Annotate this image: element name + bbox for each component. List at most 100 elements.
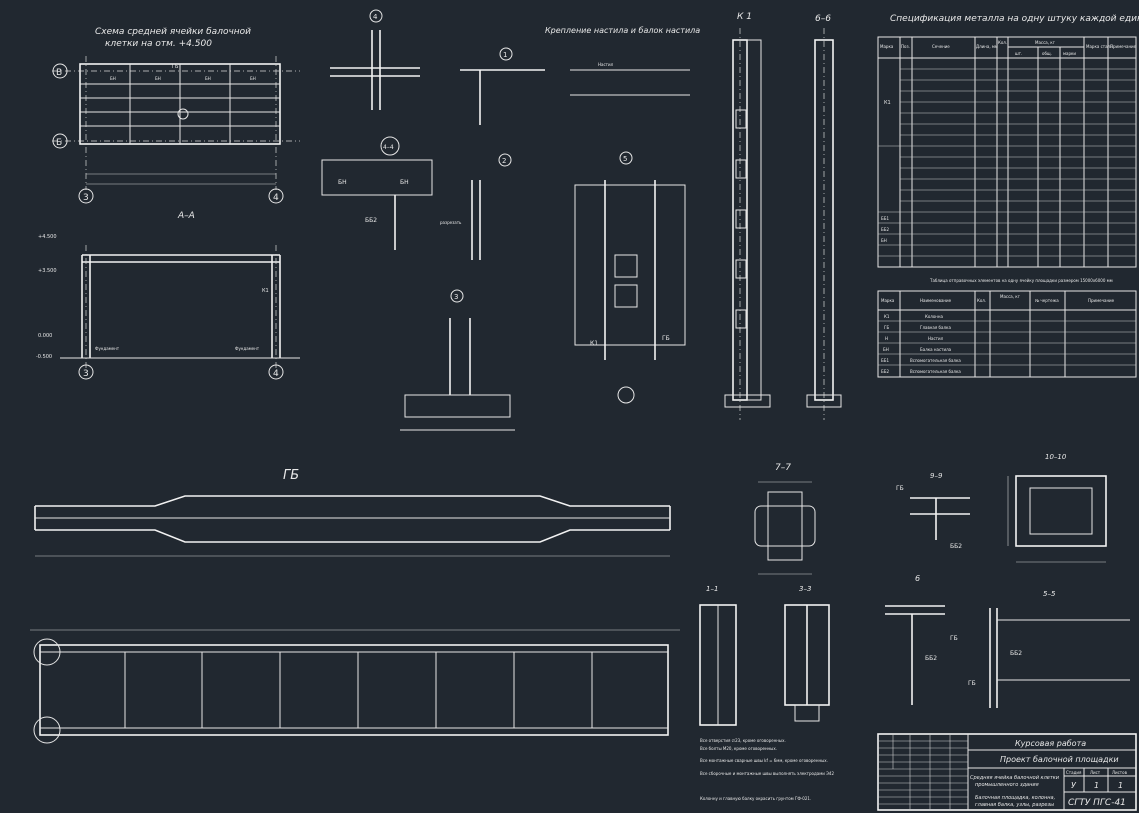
section-77-title: 7–7 [775,463,791,473]
bn-label: БН [155,76,161,81]
spec-h-qty: Кол. [998,40,1007,45]
stage-value: У [1071,781,1077,790]
spec-h-pos: Поз. [901,44,910,49]
section-33-title: 3–3 [799,585,811,593]
el-row-5-name: Вспомогательная балка [910,358,961,363]
el-h-drawing: № чертежа [1035,298,1059,303]
axis-v-label: В [56,68,62,78]
el-h-mass: Масса, кг [1000,294,1020,299]
spec-h-note: Примечание [1110,44,1137,49]
sheets-value: 1 [1118,781,1123,790]
section-99-title: 9–9 [930,472,943,480]
axis-b-label: Б [56,138,62,148]
gb-label-view6: ГБ [950,635,958,642]
el-h-note: Примечание [1088,298,1115,303]
spec-h-steel: Марка стали [1086,44,1113,49]
bb2-label-55: ББ2 [1010,650,1022,657]
fastening-title: Крепление настила и балок настила [545,26,700,35]
el-row-3-mark: Н [885,336,888,341]
note-2: Все болты М20, кроме оговоренных. [700,746,777,751]
org-label: СГТУ ПГС-41 [1068,798,1126,808]
title-block: Курсовая работа Проект балочной площадки… [877,733,1137,811]
node-4-label: 4 [373,13,378,21]
notes: Все отверстия ∅23, кроме оговоренных. Вс… [700,738,834,801]
el-row-3-name: Настил [928,336,944,341]
el-row-1-name: Колонна [925,314,944,319]
axis-3-label-aa: 3 [83,369,89,379]
nodes-group: 4 Крепление настила и балок настила 1 На… [321,9,700,431]
bn-label-44b: БН [400,179,409,186]
section-33: 3–3 [784,585,830,722]
bn-label: БН [110,76,116,81]
k1-label-aa: К1 [262,288,269,294]
gb-label-node5: ГБ [662,335,670,342]
view-6: 6 ГБ ББ2 [885,574,958,705]
el-row-4-mark: БН [883,347,889,352]
main-beam-plan: ГБ [34,468,671,557]
spec-h-mass-mark: марки [1063,51,1076,56]
title-desc-3: Балочная площадка, колонна, [975,795,1055,801]
scheme-title-1: Схема средней ячейки балочной [95,27,251,37]
plan-scheme: Схема средней ячейки балочной клетки на … [52,27,300,204]
spec-mark-bb2: ББ2 [881,227,889,232]
sheets-header: Листов [1112,770,1128,775]
el-row-2-name: Главная балка [920,325,951,330]
section-55: 5–5 ББ2 ГБ [968,590,1130,708]
level-3500: +3.500 [38,268,57,274]
section-77: 7–7 [754,463,816,575]
bn-label: БН [250,76,256,81]
spec-title: Спецификация металла на одну штуку каждо… [890,14,1139,24]
section-11: 1–1 [699,585,737,726]
el-row-4-name: Балка настила [920,347,952,352]
main-beam-elevation [30,629,680,744]
title-desc-1: Средняя ячейка балочной клетки [970,775,1060,781]
el-h-qty: Кол. [977,298,986,303]
spec-h-mark: Марка [880,44,894,49]
scheme-title-2: клетки на отм. +4.500 [105,39,212,49]
section-aa-title: А–А [177,211,195,221]
el-row-5-mark: ББ1 [881,358,889,363]
el-h-mark: Марка [881,298,895,303]
note-1: Все отверстия ∅23, кроме оговоренных. [700,738,786,743]
note-5: Колонну и главную балку окрасить грунтом… [700,796,811,801]
spec-mark-k1: К1 [884,100,891,106]
node-3-label: 3 [454,293,458,301]
section-99: 9–9 ГБ ББ2 [896,472,970,550]
title-work: Курсовая работа [1015,739,1086,748]
spec-h-mass: Масса, кг [1035,40,1055,45]
foundation-left: Фундамент [95,346,120,351]
stage-header: Стадия [1066,770,1082,775]
section-55-title: 5–5 [1043,590,1056,598]
level-4500: +4.500 [38,234,57,240]
axis-4-label: 4 [273,193,279,203]
el-row-2-mark: ГБ [884,325,889,330]
spec-h-section: Сечение [932,44,950,49]
spec-h-length: Длина, мм [976,44,998,49]
section-aa: А–А +4.500 +3.500 0.000 -0.500 К1 Фундам… [36,211,300,380]
bn-label: БН [205,76,211,81]
title-desc-2: промышленного здания [975,782,1039,788]
section-1010-title: 10–10 [1045,453,1067,461]
bn-label-44a: БН [338,179,347,186]
el-row-1-mark: К1 [884,314,890,319]
level-0: 0.000 [38,333,52,339]
gb-label-99: ГБ [896,485,904,492]
view-6-title: 6 [915,574,920,583]
column-k1-title: К 1 [737,12,752,22]
el-row-6-name: Вспомогательная балка [910,369,961,374]
column-views: К 1 6–6 [724,12,842,420]
node-1-label: 1 [503,51,507,59]
bb2-label-view6: ББ2 [925,655,937,662]
gb-label-55: ГБ [968,680,976,687]
title-desc-4: главная балка, узлы, разрезы [975,802,1054,808]
spec-h-mass-unit: шт. [1015,51,1022,56]
axis-4-label-aa: 4 [273,369,279,379]
sheet-header: Лист [1090,770,1101,775]
elements-table: Таблица отправочных элементов на одну яч… [877,278,1137,378]
elements-caption: Таблица отправочных элементов на одну яч… [929,278,1113,283]
gb-title: ГБ [283,468,299,483]
spec-h-mass-total: общ. [1042,51,1052,56]
bb2-label-44: ББ2 [365,217,377,224]
section-44-label: 4–4 [383,144,394,151]
